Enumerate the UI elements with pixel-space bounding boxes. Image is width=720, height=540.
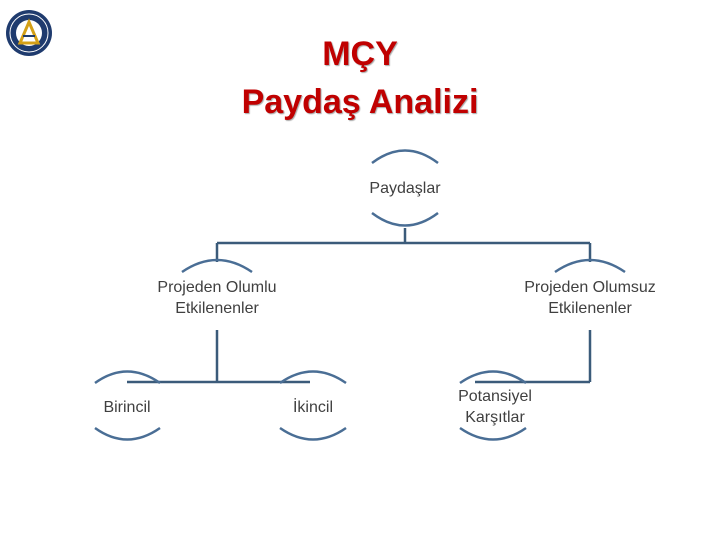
node-opponents-line2: Karşıtlar [465, 409, 525, 426]
page-title: MÇY [322, 35, 398, 73]
node-positive-line2: Etkilenenler [175, 300, 259, 317]
node-arcs [94, 149, 626, 441]
organization-logo [6, 10, 52, 56]
node-primary: Birincil [103, 399, 151, 416]
node-negative-line2: Etkilenenler [548, 300, 632, 317]
node-secondary: İkincil [292, 399, 333, 416]
page-subtitle: Paydaş Analizi [241, 83, 479, 121]
node-positive-line1: Projeden Olumlu [157, 279, 277, 296]
node-negative-line1: Projeden Olumsuz [524, 279, 656, 296]
node-stakeholders: Paydaşlar [369, 180, 441, 197]
node-opponents-line1: Potansiyel [458, 388, 532, 405]
